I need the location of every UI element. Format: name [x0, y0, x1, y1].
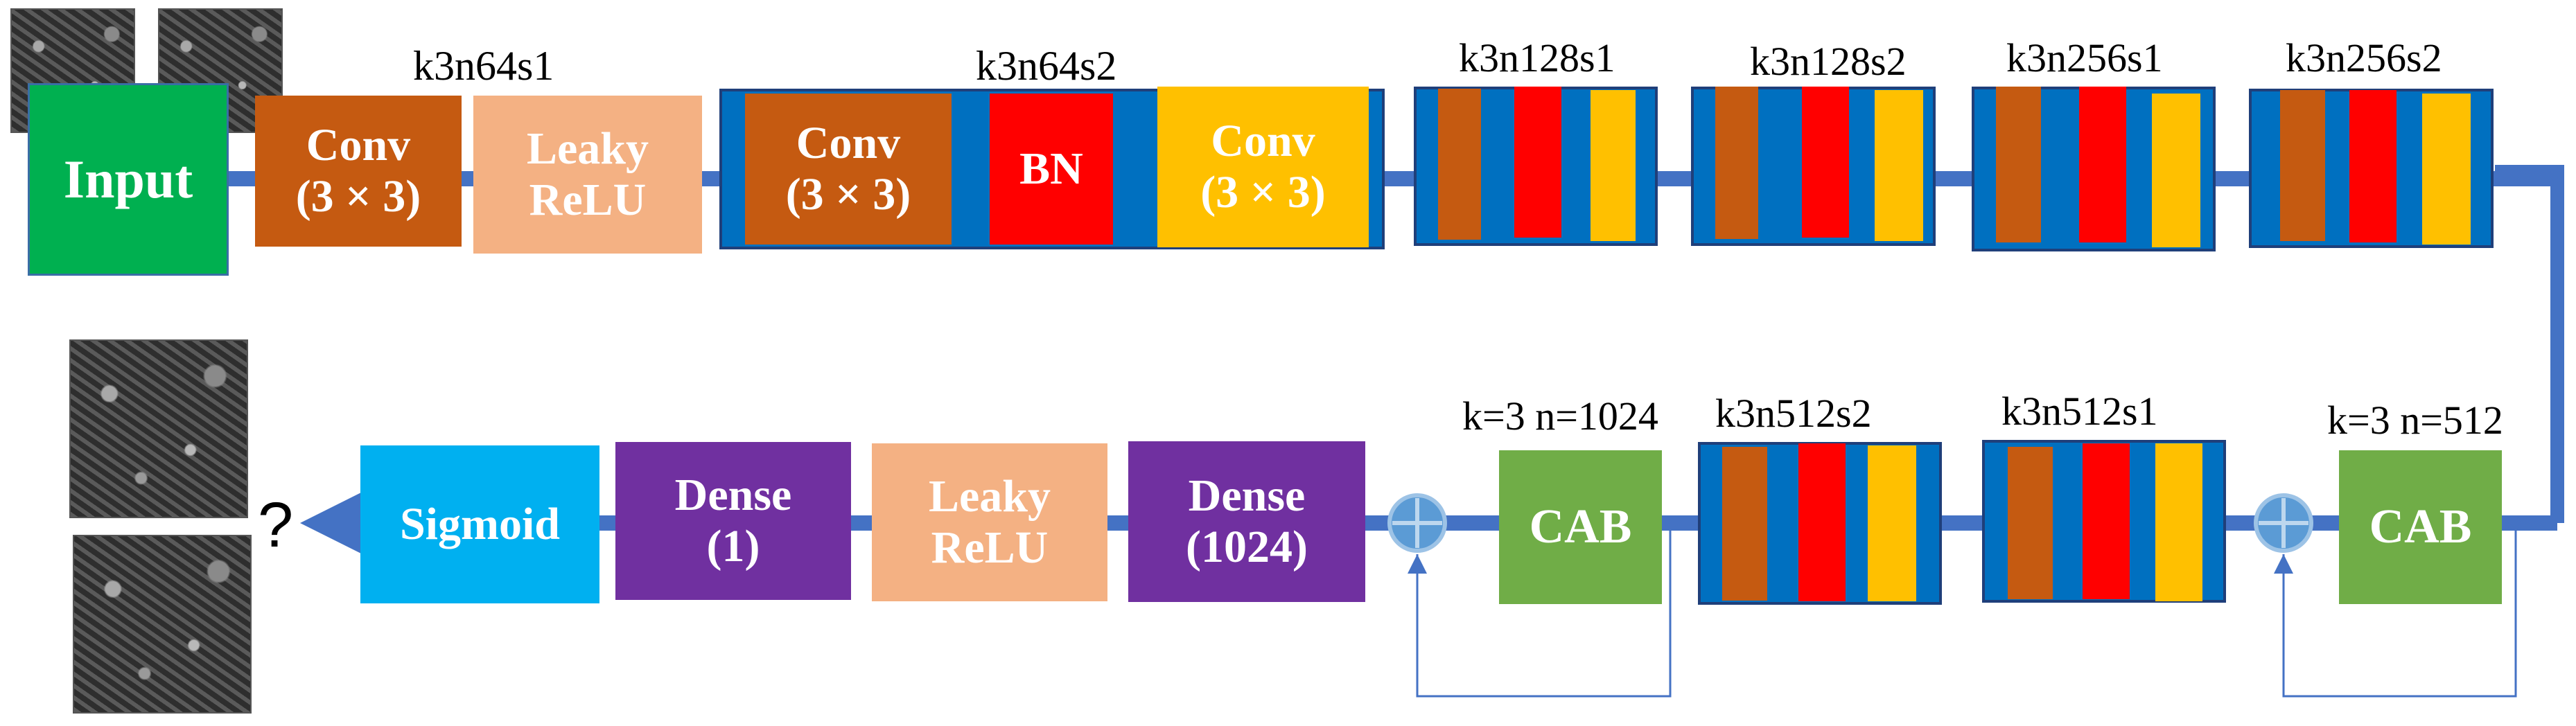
output-question-mark: ? — [258, 490, 294, 560]
sigmoid-block: Sigmoid — [360, 445, 599, 603]
block-k3n64s2-conv-b: Conv (3 × 3) — [1157, 87, 1369, 247]
mini-block-1-conv-strip-2 — [1591, 90, 1636, 241]
block-k3n64s2-label: k3n64s2 — [976, 43, 1117, 89]
block-k3n64s2-conv-a: Conv (3 × 3) — [745, 94, 952, 245]
input-block: Input — [28, 83, 229, 276]
mini-block-5-conv-strip — [2008, 447, 2053, 599]
skip-connection-left — [1416, 523, 1672, 698]
mini-block-3-conv-strip — [1996, 87, 2041, 242]
dense-1024-block: Dense (1024) — [1128, 441, 1365, 602]
mini-block-5-bn-strip — [2083, 443, 2130, 599]
mini-block-2-conv-strip-2 — [1875, 90, 1923, 241]
conv1-label: k3n64s1 — [413, 43, 554, 89]
output-image-1 — [69, 339, 248, 518]
mini-block-4-bn-strip — [2349, 90, 2397, 242]
mini-block-6-conv-strip — [1722, 447, 1767, 601]
cab-right-label: k=3 n=512 — [2327, 398, 2503, 443]
mini-block-4-conv-strip — [2280, 90, 2325, 241]
mini-block-6-conv-strip-2 — [1868, 445, 1916, 601]
cab-left-label: k=3 n=1024 — [1462, 393, 1658, 439]
mini-block-1-bn-strip — [1514, 87, 1561, 238]
mini-block-3-label: k3n256s1 — [2006, 35, 2163, 80]
dense-1-block: Dense (1) — [615, 442, 851, 600]
leaky-relu-block: Leaky ReLU — [473, 96, 702, 254]
skip-arrowhead-left — [1408, 554, 1427, 574]
conv1-block: Conv (3 × 3) — [255, 96, 462, 247]
block-k3n64s2-bn: BN — [990, 94, 1113, 245]
main-path-drop — [2495, 165, 2564, 523]
skip-arrowhead-right — [2274, 554, 2293, 574]
mini-block-4-conv-strip-2 — [2422, 94, 2471, 245]
mini-block-3-conv-strip-2 — [2152, 94, 2200, 247]
mini-block-3-bn-strip — [2079, 87, 2126, 242]
mini-block-1-label: k3n128s1 — [1459, 35, 1615, 80]
cab-right-block: CAB — [2339, 450, 2502, 604]
mini-block-6-bn-strip — [1798, 443, 1846, 601]
sum-node-right — [2254, 493, 2313, 553]
mini-block-4-label: k3n256s2 — [2286, 35, 2442, 80]
skip-connection-right — [2282, 523, 2517, 698]
mini-block-6-label: k3n512s2 — [1715, 391, 1872, 436]
sum-node-left — [1387, 493, 1447, 553]
mini-block-5-conv-strip-2 — [2155, 443, 2202, 601]
output-image-2 — [73, 535, 252, 714]
mini-block-2-label: k3n128s2 — [1750, 39, 1907, 84]
cab-left-block: CAB — [1499, 450, 1662, 604]
mini-block-2-bn-strip — [1802, 87, 1849, 238]
leaky-relu-2-block: Leaky ReLU — [872, 443, 1107, 601]
mini-block-5-label: k3n512s1 — [2001, 389, 2158, 434]
mini-block-2-conv-strip — [1715, 87, 1758, 239]
mini-block-1-conv-strip — [1438, 89, 1481, 240]
